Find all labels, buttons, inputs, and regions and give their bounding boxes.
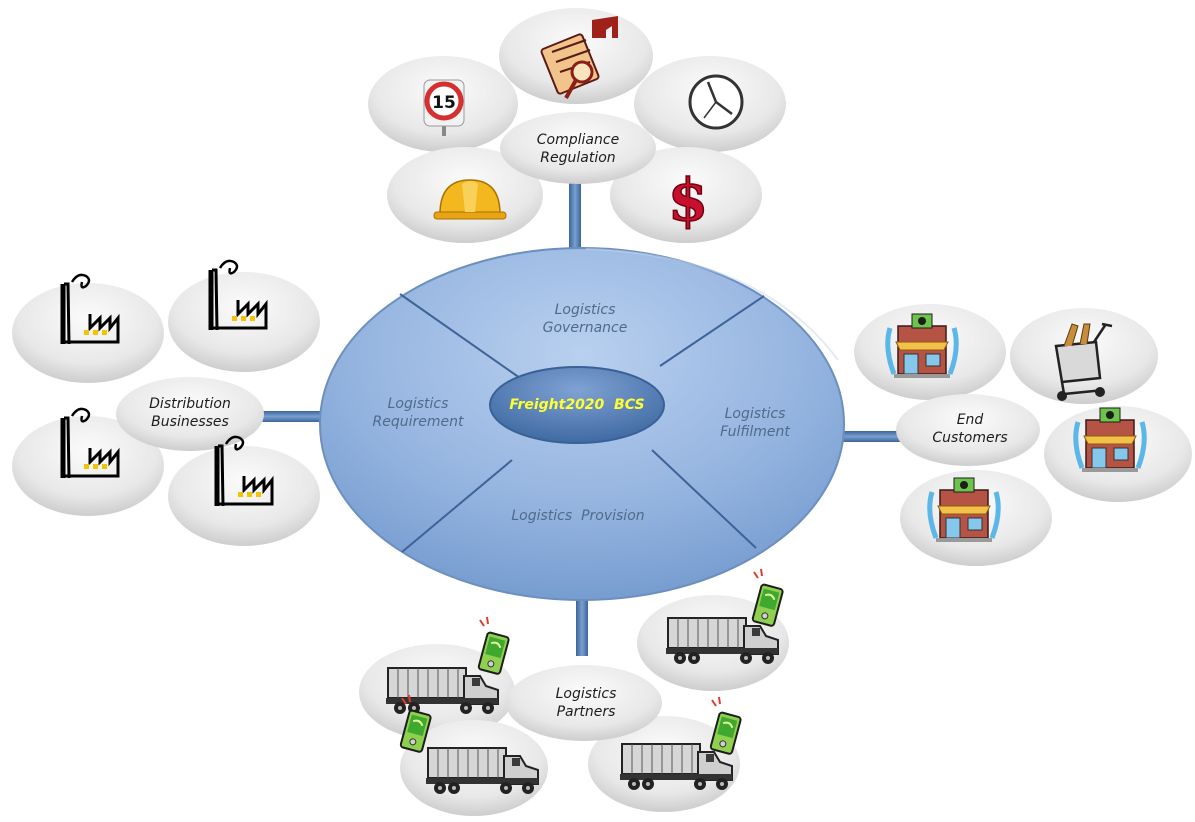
hub-dividers: [399, 293, 765, 553]
clock-icon: [688, 74, 744, 130]
connector-left: [262, 411, 326, 422]
segment-governance-label: Logistics Governance: [542, 302, 628, 336]
document-inspection-icon: [540, 16, 618, 99]
compliance-label: Compliance Regulation: [536, 132, 620, 166]
partners-cluster: [359, 568, 789, 816]
handheld-device-icon: [709, 696, 743, 756]
customers-label: End Customers: [932, 412, 1008, 446]
connector-bottom: [576, 596, 588, 656]
speed-limit-sign-icon: 15: [423, 79, 465, 136]
segment-provision-label: Logistics Provision: [511, 508, 645, 524]
shopping-cart-icon: [1054, 322, 1113, 401]
center-label: Freight2020 BCS: [509, 397, 645, 413]
center-ellipse: [489, 366, 665, 444]
segment-requirement-label: Logistics Requirement: [372, 396, 464, 430]
dollar-sign-icon: $: [667, 165, 709, 235]
partners-label: Logistics Partners: [555, 686, 617, 720]
connector-top: [569, 170, 581, 248]
distribution-cluster: [12, 259, 320, 546]
handheld-device-icon: [751, 568, 785, 628]
segment-fulfilment-label: Logistics Fulfilment: [720, 406, 790, 440]
svg-text:$: $: [668, 166, 708, 234]
handheld-device-icon: [477, 616, 511, 676]
compliance-cluster: 15 $: [368, 8, 786, 243]
distribution-label: Distribution Businesses: [149, 396, 231, 430]
customers-cluster: [854, 304, 1192, 566]
connector-right: [840, 431, 908, 442]
speed-limit-value: 15: [432, 93, 456, 113]
hard-hat-icon: [433, 179, 507, 220]
